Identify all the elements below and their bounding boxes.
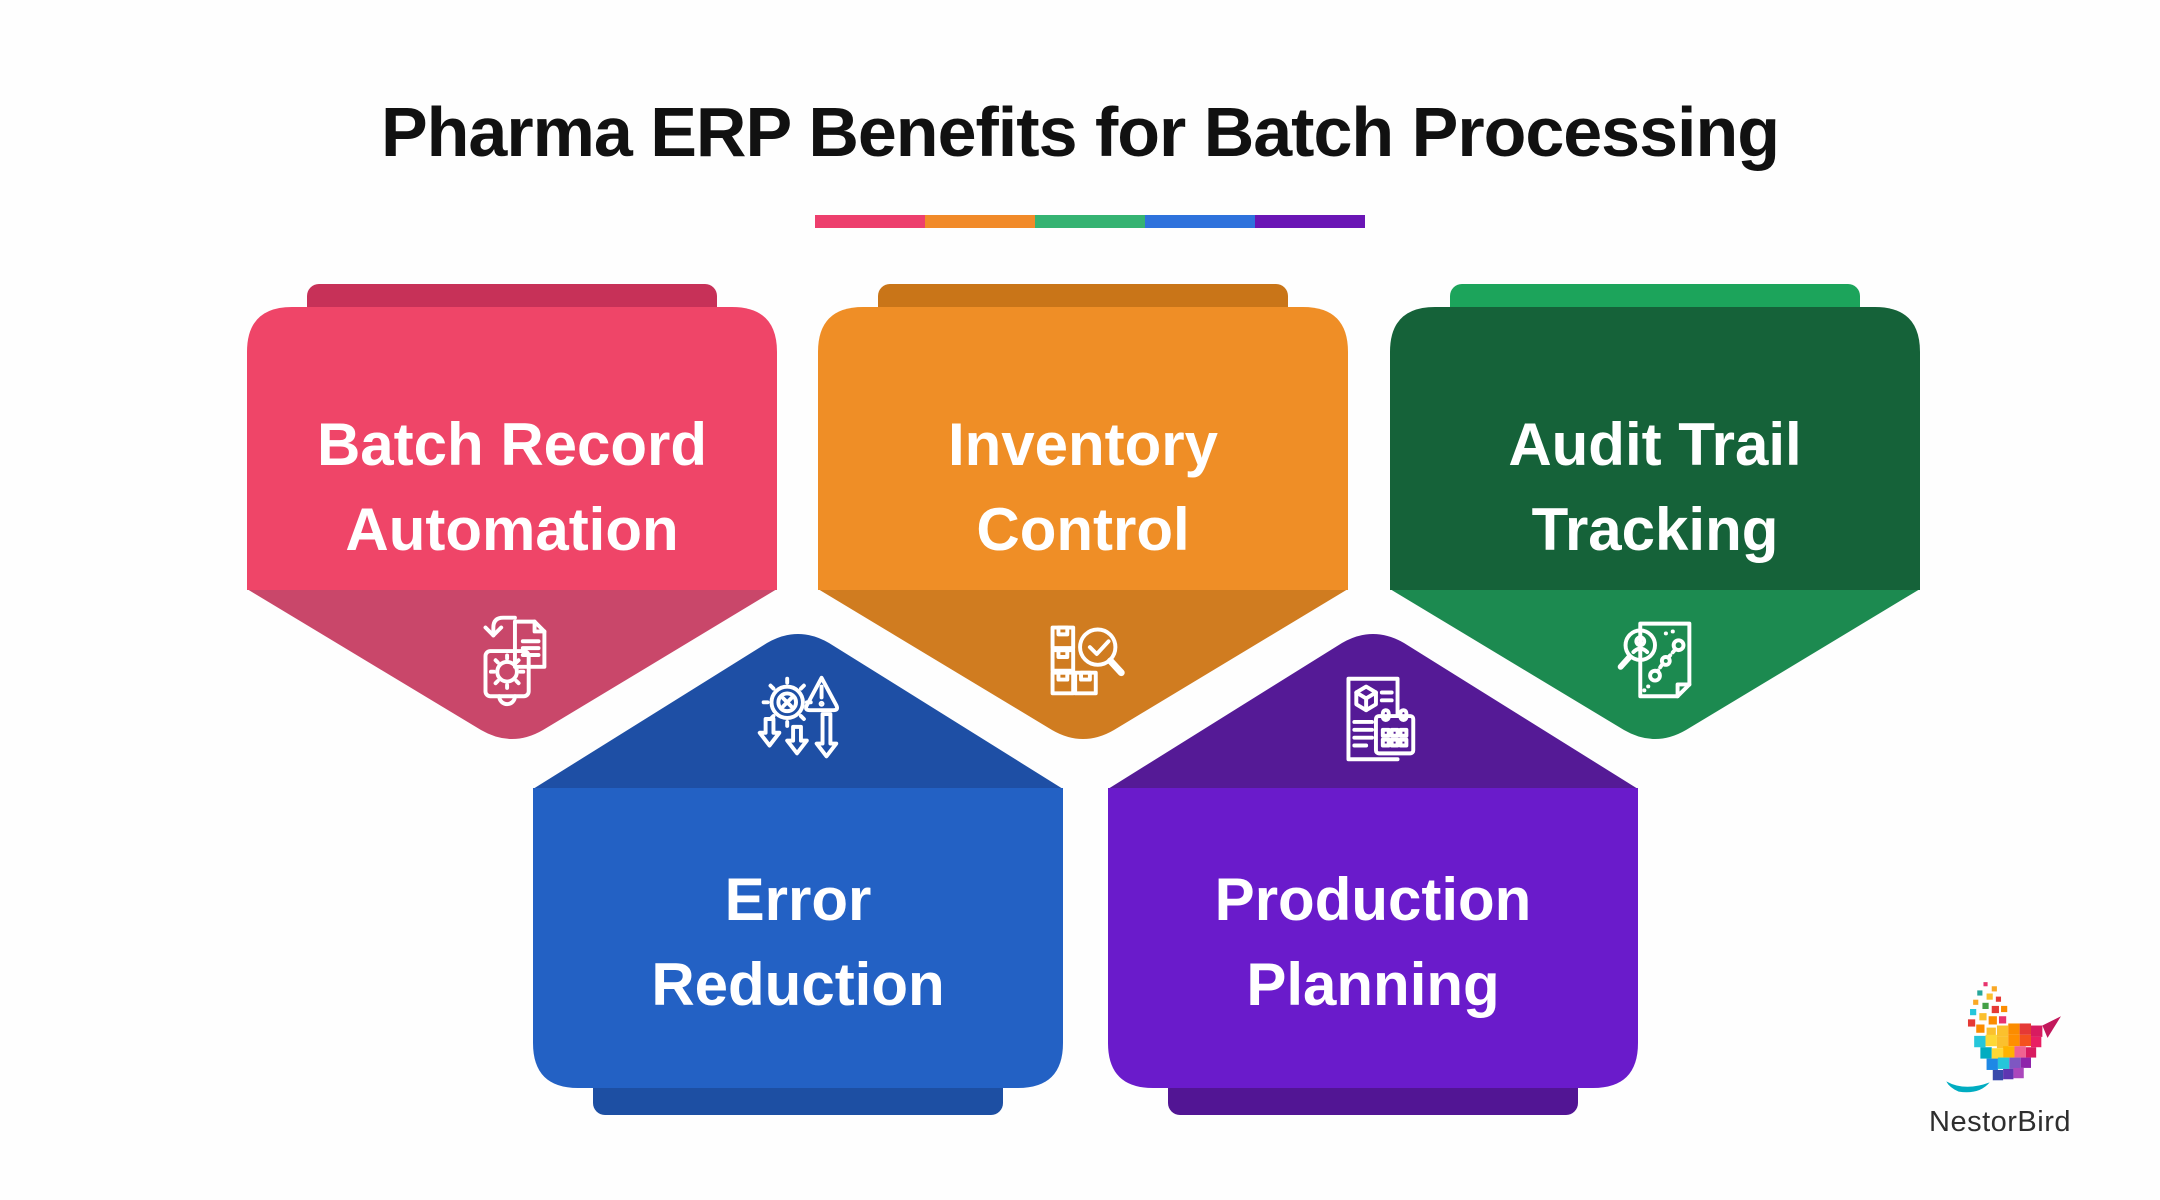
card-label: Inventory Control — [818, 402, 1348, 572]
document-sync-gear-icon — [483, 615, 547, 706]
divider-segment-blue — [1145, 215, 1255, 228]
divider-segment-purple — [1255, 215, 1365, 228]
card-label-line1: Batch Record — [316, 411, 708, 478]
card-batch-record-automation: Batch Record Automation — [247, 284, 777, 754]
card-shape-point-up — [1108, 634, 1638, 1115]
card-label: Production Planning — [1108, 857, 1638, 1027]
card-error-reduction: Error Reduction — [533, 621, 1063, 1121]
divider-segment-orange — [925, 215, 1035, 228]
card-label: Batch Record Automation — [247, 402, 777, 572]
bird-pixel-trail — [1967, 982, 2008, 1037]
title-divider — [815, 215, 1365, 228]
gear-warning-arrows-icon — [757, 675, 839, 759]
card-label-line2: Tracking — [1531, 496, 1779, 563]
document-cube-calendar-icon — [1346, 676, 1416, 762]
card-body — [533, 788, 1063, 1088]
card-body — [1390, 307, 1920, 590]
nestorbird-logo — [1946, 982, 2061, 1093]
bird-body-pixels — [1974, 1023, 2043, 1081]
card-point — [818, 589, 1348, 739]
card-audit-trail-tracking: Audit Trail Tracking — [1390, 284, 1920, 754]
card-production-planning: Production Planning — [1108, 621, 1638, 1121]
inventory-boxes-magnifier-icon — [1050, 625, 1125, 696]
card-label-line1: Audit Trail — [1508, 411, 1802, 478]
card-label: Audit Trail Tracking — [1390, 402, 1920, 572]
card-label-line2: Control — [976, 496, 1190, 563]
audit-document-magnifier-icon — [1617, 621, 1692, 699]
card-label-line1: Error — [724, 866, 872, 933]
card-label-line2: Planning — [1246, 951, 1500, 1018]
card-body — [247, 307, 777, 590]
card-point — [1108, 634, 1638, 789]
brand-name: NestorBird — [1929, 1106, 2071, 1138]
bird-beak — [2042, 1016, 2061, 1038]
card-shape-point-down — [1390, 284, 1920, 739]
card-inventory-control: Inventory Control — [818, 284, 1348, 754]
card-label-line1: Inventory — [947, 411, 1219, 478]
card-label: Error Reduction — [533, 857, 1063, 1027]
card-point — [1390, 589, 1920, 739]
card-body — [1108, 788, 1638, 1088]
divider-segment-green — [1035, 215, 1145, 228]
card-label-line2: Reduction — [651, 951, 945, 1018]
card-shape-point-down — [818, 284, 1348, 739]
divider-segment-pink — [815, 215, 925, 228]
card-label-line2: Automation — [345, 496, 679, 563]
page-title: Pharma ERP Benefits for Batch Processing — [380, 93, 1780, 171]
card-body — [818, 307, 1348, 590]
card-label-line1: Production — [1214, 866, 1532, 933]
bird-tail — [1946, 1081, 1990, 1093]
